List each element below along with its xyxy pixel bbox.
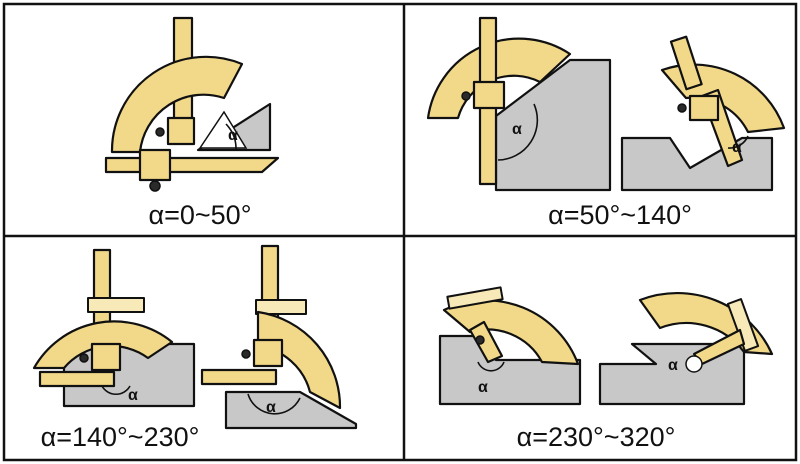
angle-label-4a: α [478, 379, 488, 396]
angle-label-3a: α [128, 387, 138, 404]
angle-arc-2a [497, 103, 539, 161]
protractor-cap-3a [87, 297, 145, 313]
caption-2: α=50°~140° [548, 200, 692, 230]
pivot-block-1 [166, 116, 196, 146]
pivot-block-2a [472, 80, 506, 110]
pivot-knob-2b [677, 103, 687, 113]
pivot-block-3a [90, 342, 122, 372]
pivot-knob-3b [241, 349, 251, 359]
panel-2: α α α=50°~140° [426, 16, 786, 230]
base-blade-3a [38, 370, 116, 388]
angle-arc-4a [477, 361, 505, 372]
protractor-dial-1 [110, 55, 244, 154]
angle-arc-1 [225, 123, 237, 151]
angle-arc-2b [727, 135, 749, 149]
pivot-block-3b [252, 338, 284, 368]
clamp-screw-1 [149, 180, 161, 192]
workpiece-3b [224, 390, 358, 430]
pivot-knob-3a [79, 353, 89, 363]
angle-label-4b: α [668, 357, 678, 374]
angle-label-3b: α [266, 399, 276, 416]
pivot-knob-4a [475, 335, 485, 345]
base-blade-1 [104, 156, 280, 174]
angle-label-2a: α [512, 121, 522, 138]
angle-label-2b: α [732, 139, 742, 156]
protractor-cap-4b [726, 298, 760, 352]
pivot-block-2b [688, 94, 720, 122]
angle-arc-3a [101, 385, 131, 395]
pivot-ring-4b [685, 355, 703, 373]
angle-label-1: α [228, 127, 238, 144]
caption-4: α=230°~320° [517, 422, 676, 452]
panel-3: α α α=140°~230° [32, 244, 358, 452]
clamp-1 [138, 148, 172, 182]
protractor-cap-3b [255, 299, 307, 315]
panel-1: α α=0~50° [104, 16, 280, 230]
protractor-cap-4a [446, 286, 504, 310]
caption-3: α=140°~230° [41, 422, 200, 452]
angle-arc-3b [247, 393, 301, 415]
base-blade-3b [200, 368, 278, 386]
panel-4: α α α=230°~320° [438, 286, 774, 452]
tilted-blade-4a [468, 320, 504, 364]
pivot-knob-2a [461, 91, 471, 101]
caption-1: α=0~50° [149, 200, 252, 230]
vertical-blade-2b [669, 35, 703, 91]
pivot-knob-1 [155, 127, 165, 137]
workpiece-2b [620, 136, 774, 192]
